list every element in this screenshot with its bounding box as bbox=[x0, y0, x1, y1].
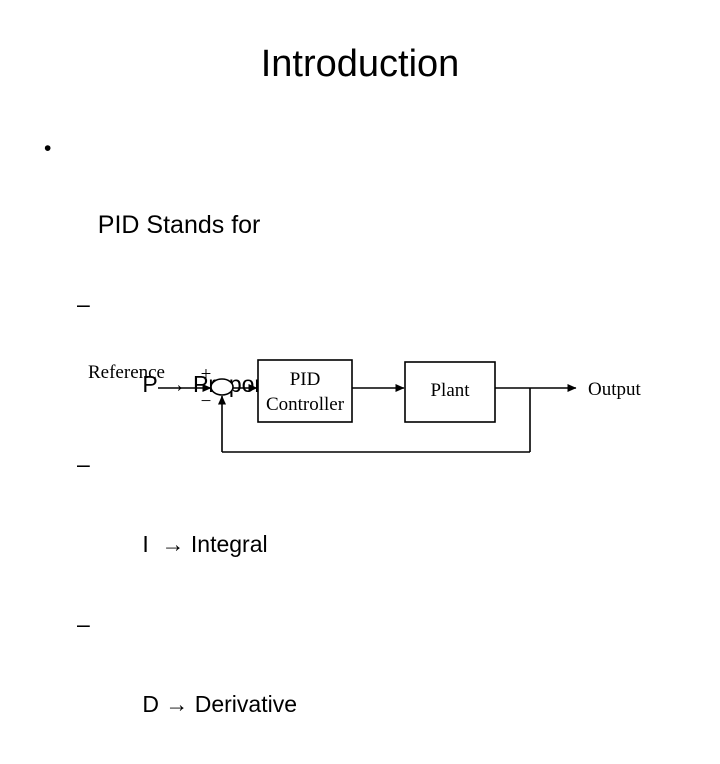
minus-sign-label: − bbox=[201, 391, 212, 412]
plant-label: Plant bbox=[430, 380, 470, 401]
summing-junction bbox=[210, 378, 234, 396]
sub-bullet-label: D → Derivative bbox=[142, 691, 297, 717]
pid-controller-label-line1: PID bbox=[290, 369, 321, 390]
pid-controller-label-line2: Controller bbox=[266, 394, 345, 415]
pid-block-diagram: Reference + − PID Controller Plant Outpu… bbox=[0, 330, 720, 490]
sub-bullet-label: I → Integral bbox=[142, 531, 268, 557]
sub-bullet-item-derivative: – D → Derivative bbox=[32, 604, 692, 764]
reference-label: Reference bbox=[88, 362, 165, 383]
dash-marker-icon: – bbox=[77, 611, 90, 637]
pid-controller-block bbox=[257, 359, 353, 423]
dash-marker-icon: – bbox=[77, 451, 90, 477]
bullet-label: PID Stands for bbox=[97, 211, 261, 239]
dash-marker-icon: – bbox=[77, 291, 90, 317]
bullet-marker-icon: • bbox=[44, 137, 52, 160]
plant-block bbox=[404, 361, 496, 423]
page-title: Introduction bbox=[260, 43, 460, 85]
output-label: Output bbox=[588, 379, 642, 400]
bullet-item-pid-stands-for: • PID Stands for bbox=[32, 130, 692, 282]
plus-sign-label: + bbox=[201, 364, 212, 385]
